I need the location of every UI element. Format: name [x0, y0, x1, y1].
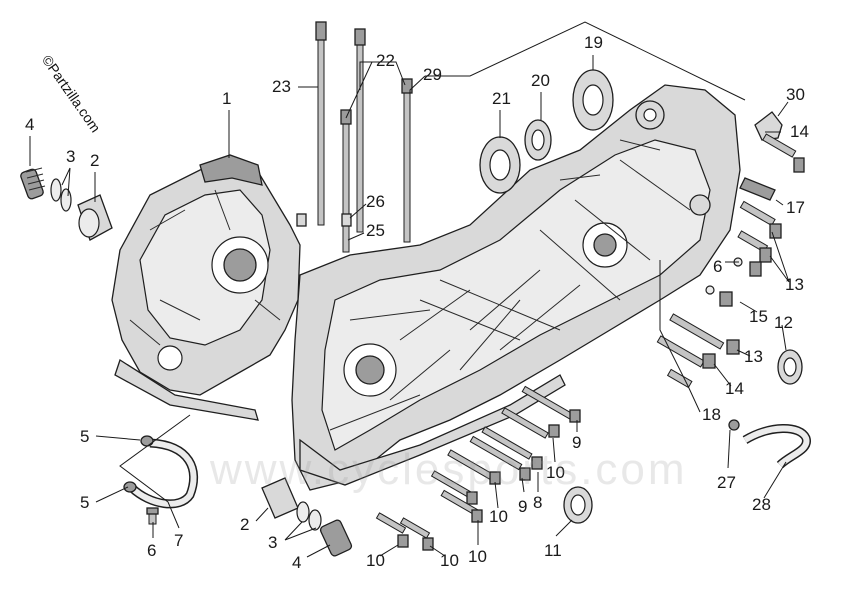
- callout-9: 9: [518, 497, 527, 516]
- callout-6: 6: [713, 257, 722, 276]
- callout-10: 10: [489, 507, 508, 526]
- callout-21: 21: [492, 89, 511, 108]
- callout-18: 18: [702, 405, 721, 424]
- callout-13: 13: [744, 347, 763, 366]
- callout-2: 2: [240, 515, 249, 534]
- callout-15: 15: [749, 307, 768, 326]
- leader-lines: [29, 21, 790, 558]
- callout-13: 13: [785, 275, 804, 294]
- callout-10: 10: [468, 547, 487, 566]
- callout-5: 5: [80, 427, 89, 446]
- callout-27: 27: [717, 473, 736, 492]
- callout-28: 28: [752, 495, 771, 514]
- watermark-text: www.cyclesports.com: [210, 445, 688, 494]
- callout-1: 1: [222, 89, 231, 108]
- callout-7: 7: [174, 531, 183, 550]
- left-crankcase-half: [111, 154, 301, 421]
- callout-4: 4: [292, 553, 301, 572]
- bottom-bolts: [375, 385, 593, 551]
- callout-9: 9: [572, 433, 581, 452]
- callout-5: 5: [80, 493, 89, 512]
- callout-10: 10: [440, 551, 459, 570]
- callout-22: 22: [376, 51, 395, 70]
- callout-4: 4: [25, 115, 34, 134]
- callout-19: 19: [584, 33, 603, 52]
- callout-10: 10: [366, 551, 385, 570]
- callout-17: 17: [786, 198, 805, 217]
- callout-14: 14: [790, 122, 809, 141]
- right-crankcase-half: [291, 84, 741, 491]
- left-bushing-set: [20, 167, 113, 241]
- callout-29: 29: [423, 65, 442, 84]
- callout-10: 10: [546, 463, 565, 482]
- breather-hose: [123, 435, 199, 525]
- crankcase-studs: [296, 21, 413, 253]
- callout-23: 23: [272, 77, 291, 96]
- callout-3: 3: [66, 147, 75, 166]
- callout-26: 26: [366, 192, 385, 211]
- callout-12: 12: [774, 313, 793, 332]
- callout-labels: 1 2 3 4 23 22 29 19 20 21 30 14 17 26 25…: [25, 33, 809, 572]
- callout-8: 8: [533, 493, 542, 512]
- callout-30: 30: [786, 85, 805, 104]
- bottom-bushing-set: [261, 477, 353, 557]
- bearings-and-seals: [479, 69, 614, 194]
- callout-11: 11: [544, 541, 562, 560]
- callout-20: 20: [531, 71, 550, 90]
- callout-6: 6: [147, 541, 156, 560]
- callout-3: 3: [268, 533, 277, 552]
- callout-2: 2: [90, 151, 99, 170]
- callout-14: 14: [725, 379, 744, 398]
- callout-25: 25: [366, 221, 385, 240]
